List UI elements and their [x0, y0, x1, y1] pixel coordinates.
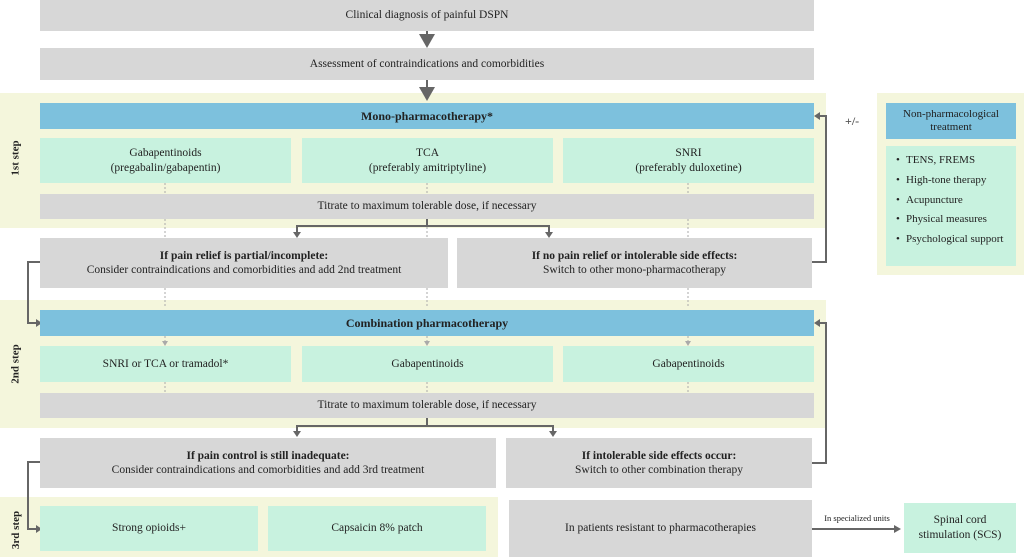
option-gabapentinoids-2a: Gabapentinoids	[302, 346, 553, 382]
scs-box: Spinal cord stimulation (SCS)	[904, 503, 1016, 553]
titrate-step2: Titrate to maximum tolerable dose, if ne…	[40, 393, 814, 418]
non-pharm-item: Psychological support	[896, 233, 1008, 247]
resistant-box: In patients resistant to pharmacotherapi…	[509, 500, 812, 557]
option-capsaicin: Capsaicin 8% patch	[268, 506, 486, 551]
non-pharm-list-box: TENS, FREMS High-tone therapy Acupunctur…	[886, 146, 1016, 266]
combination-header: Combination pharmacotherapy	[40, 310, 814, 336]
arrow-no-relief-to-mono	[812, 115, 827, 263]
option-gabapentinoids-2b: Gabapentinoids	[563, 346, 814, 382]
option-line2: (pregabalin/gabapentin)	[110, 161, 221, 174]
option-line1: TCA	[416, 146, 439, 159]
branch-step1	[296, 219, 550, 236]
option-line1: Gabapentinoids	[129, 146, 202, 159]
branch-step2	[296, 418, 554, 435]
plus-minus-label: +/-	[845, 114, 860, 128]
non-pharm-header: Non-pharmacological treatment	[886, 103, 1016, 139]
no-relief-title: If no pain relief or intolerable side ef…	[531, 249, 738, 262]
specialized-units-note: In specialized units	[824, 513, 890, 523]
partial-relief-box: If pain relief is partial/incomplete: Co…	[40, 238, 448, 288]
partial-relief-text: Consider contraindications and comorbidi…	[86, 264, 402, 276]
option-snri: SNRI (preferably duloxetine)	[563, 138, 814, 183]
option-line2: (preferably duloxetine)	[635, 161, 742, 174]
option-line2: (preferably amitriptyline)	[368, 161, 487, 174]
arrow-partial-to-combination	[27, 261, 40, 324]
mono-pharmacotherapy-header: Mono-pharmacotherapy*	[40, 103, 814, 129]
side-effects-title: If intolerable side effects occur:	[581, 449, 737, 462]
titrate-step1: Titrate to maximum tolerable dose, if ne…	[40, 194, 814, 219]
non-pharm-item: High-tone therapy	[896, 174, 1008, 188]
arrow-side-effects-to-combination	[812, 322, 827, 464]
non-pharm-item: Acupuncture	[896, 194, 1008, 208]
non-pharm-item: TENS, FREMS	[896, 154, 1008, 168]
inadequate-title: If pain control is still inadequate:	[186, 449, 350, 462]
partial-relief-title: If pain relief is partial/incomplete:	[159, 249, 329, 262]
option-strong-opioids: Strong opioids+	[40, 506, 258, 551]
option-tca: TCA (preferably amitriptyline)	[302, 138, 553, 183]
option-line1: SNRI	[675, 146, 702, 159]
arrow-inadequate-to-step3	[27, 461, 40, 530]
diagnosis-box: Clinical diagnosis of painful DSPN	[40, 0, 814, 31]
inadequate-box: If pain control is still inadequate: Con…	[40, 438, 496, 488]
side-effects-text: Switch to other combination therapy	[575, 464, 743, 476]
no-relief-text: Switch to other mono-pharmacotherapy	[543, 264, 726, 276]
option-gabapentinoids: Gabapentinoids (pregabalin/gabapentin)	[40, 138, 291, 183]
side-effects-box: If intolerable side effects occur: Switc…	[506, 438, 812, 488]
assessment-box: Assessment of contraindications and como…	[40, 48, 814, 80]
option-snri-tca-tramadol: SNRI or TCA or tramadol*	[40, 346, 291, 382]
non-pharm-item: Physical measures	[896, 213, 1008, 227]
inadequate-text: Consider contraindications and comorbidi…	[111, 464, 425, 476]
no-relief-box: If no pain relief or intolerable side ef…	[457, 238, 812, 288]
non-pharm-list: TENS, FREMS High-tone therapy Acupunctur…	[896, 154, 1008, 247]
